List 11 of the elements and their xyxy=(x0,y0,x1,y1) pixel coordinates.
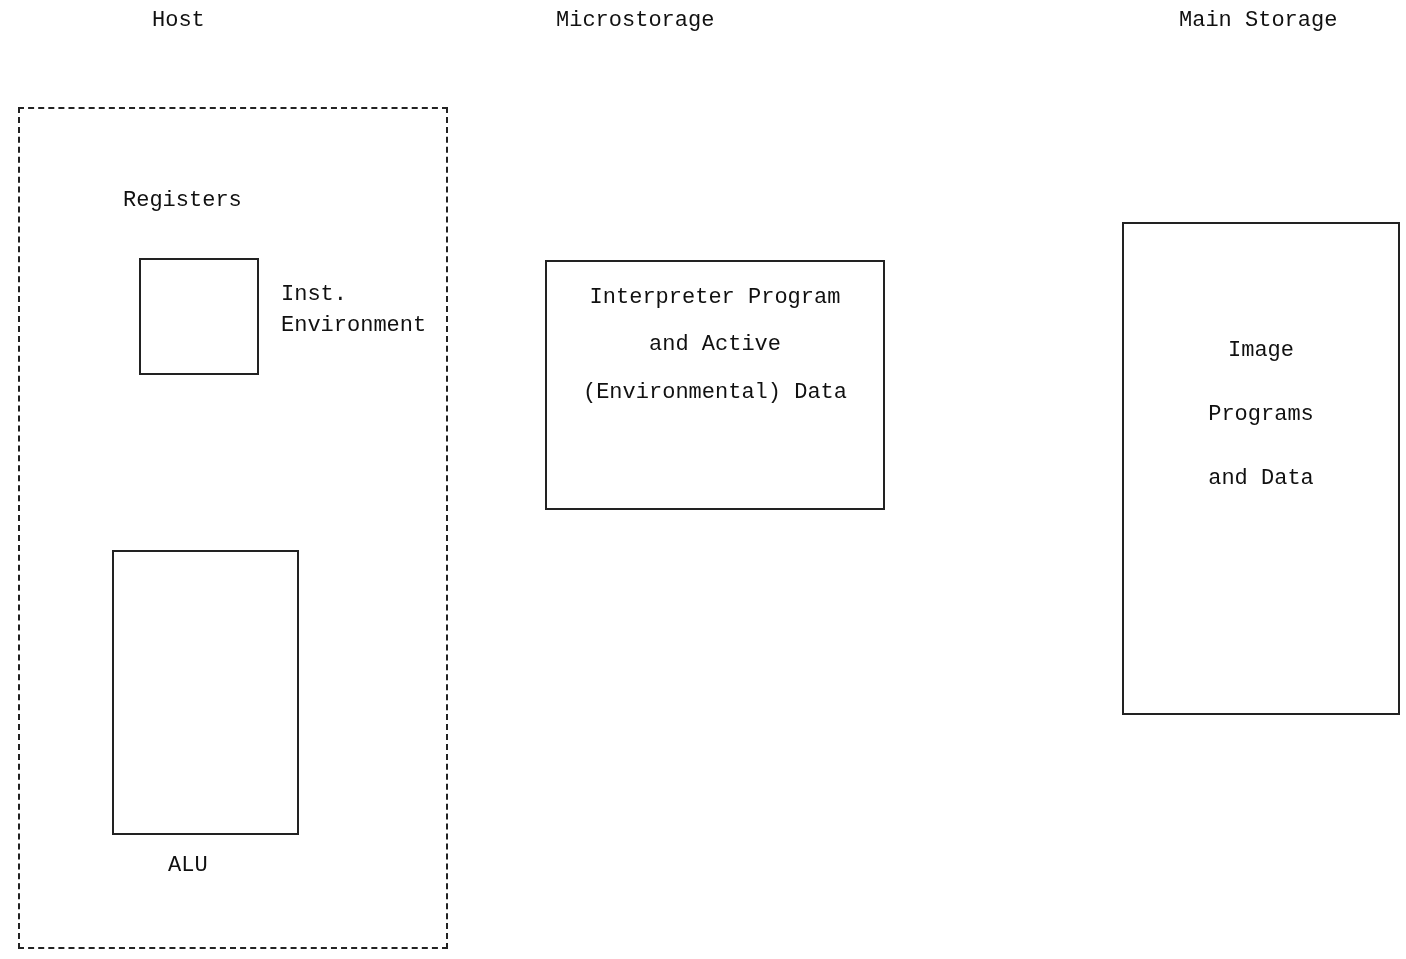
component-label: ALU xyxy=(168,853,208,878)
column-heading: Microstorage xyxy=(556,8,715,33)
host-boundary xyxy=(18,107,448,949)
column-heading: Host xyxy=(152,8,205,33)
main-storage-box xyxy=(1122,222,1400,715)
annotation-text: Inst. Environment xyxy=(281,281,428,340)
microstorage-box xyxy=(545,260,885,510)
component-heading: Registers xyxy=(123,188,242,213)
box-text: Image Programs and Data xyxy=(1207,337,1315,493)
box-text: Interpreter Program and Active (Environmental) Data xyxy=(581,284,848,407)
column-heading: Main Storage xyxy=(1179,8,1338,33)
